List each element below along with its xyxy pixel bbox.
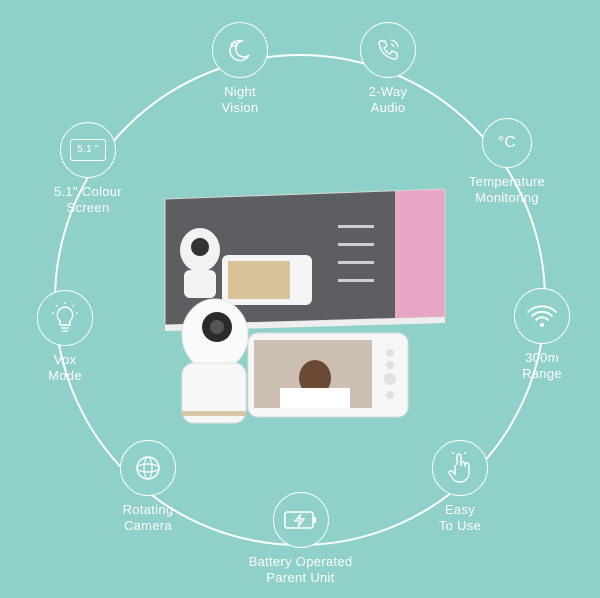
feature-label: 300m Range <box>522 350 562 381</box>
feature-label: 2-Way Audio <box>368 84 408 115</box>
feature-night-vision: Night Vision <box>185 22 295 116</box>
feature-easy-to-use: Easy To Use <box>405 440 515 534</box>
product-box-art <box>164 188 446 424</box>
globe-rotate-icon <box>120 440 176 496</box>
feature-label: Temperature Monitoring <box>468 174 546 205</box>
tap-hand-icon <box>432 440 488 496</box>
feature-label: 5.1" Colour Screen <box>54 184 122 215</box>
phone-call-icon <box>360 22 416 78</box>
feature-label: Vox Mode <box>48 352 82 383</box>
feature-label: Easy To Use <box>438 502 482 533</box>
feature-range: 300m Range <box>487 288 597 382</box>
product-illustration <box>160 185 450 435</box>
wifi-icon <box>514 288 570 344</box>
feature-rotating-camera: Rotating Camera <box>93 440 203 534</box>
thermometer-celsius-icon: °C <box>482 118 532 168</box>
celsius-glyph: °C <box>497 134 517 151</box>
feature-screen: 5.1 " 5.1" Colour Screen <box>33 122 143 216</box>
screen-size-glyph: 5.1 " <box>70 139 106 161</box>
lightbulb-icon <box>37 290 93 346</box>
feature-temperature: °C Temperature Monitoring <box>452 118 562 206</box>
feature-label: Night Vision <box>221 84 259 115</box>
feature-label: Rotating Camera <box>122 502 174 533</box>
battery-charging-icon <box>272 492 329 548</box>
feature-label: Battery Operated Parent Unit <box>248 554 353 585</box>
feature-battery: Battery Operated Parent Unit <box>228 492 373 586</box>
moon-stars-icon <box>212 22 268 78</box>
screen-size-icon: 5.1 " <box>60 122 116 178</box>
feature-vox-mode: Vox Mode <box>10 290 120 384</box>
feature-two-way-audio: 2-Way Audio <box>333 22 443 116</box>
